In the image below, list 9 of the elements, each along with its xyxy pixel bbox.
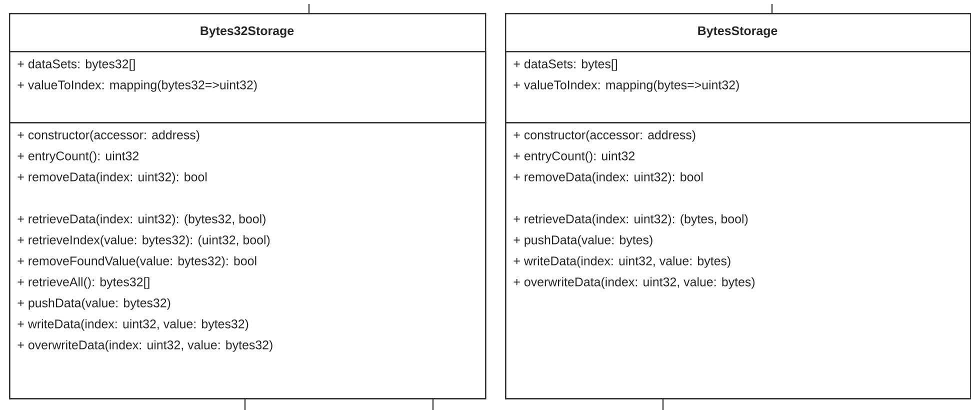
connector-line: [662, 399, 664, 410]
connector-line: [308, 4, 310, 13]
method-compartment: + constructor(accessor: address) + entryCount(): uint32 + removeData(index: uint32): bool + retrieveData(index: uint32): (bytes32, bool) + retrieveIndex(value: bytes32): (uint32, bool) + removeFoundValue(value: bytes32): bool + retrieveAll(): bytes32[] + pushData(value: bytes32) + writeData(index: uint32, value: bytes32) + overwriteData(index: uint32, value: bytes32): [9, 122, 486, 400]
attribute-compartment: + dataSets: bytes32[] + valueToIndex: mapping(bytes32=>uint32): [9, 51, 486, 124]
method-compartment: + constructor(accessor: address) + entryCount(): uint32 + removeData(index: uint32): bool + retrieveData(index: uint32): (bytes, bool) + pushData(value: bytes) + writeData(index: uint32, value: bytes) + overwriteData(index: uint32, value: bytes): [505, 122, 971, 400]
connector-line: [771, 4, 773, 13]
connector-line: [432, 399, 434, 410]
connector-line: [244, 399, 246, 410]
attribute-compartment: + dataSets: bytes[] + valueToIndex: mapping(bytes=>uint32): [505, 51, 971, 124]
